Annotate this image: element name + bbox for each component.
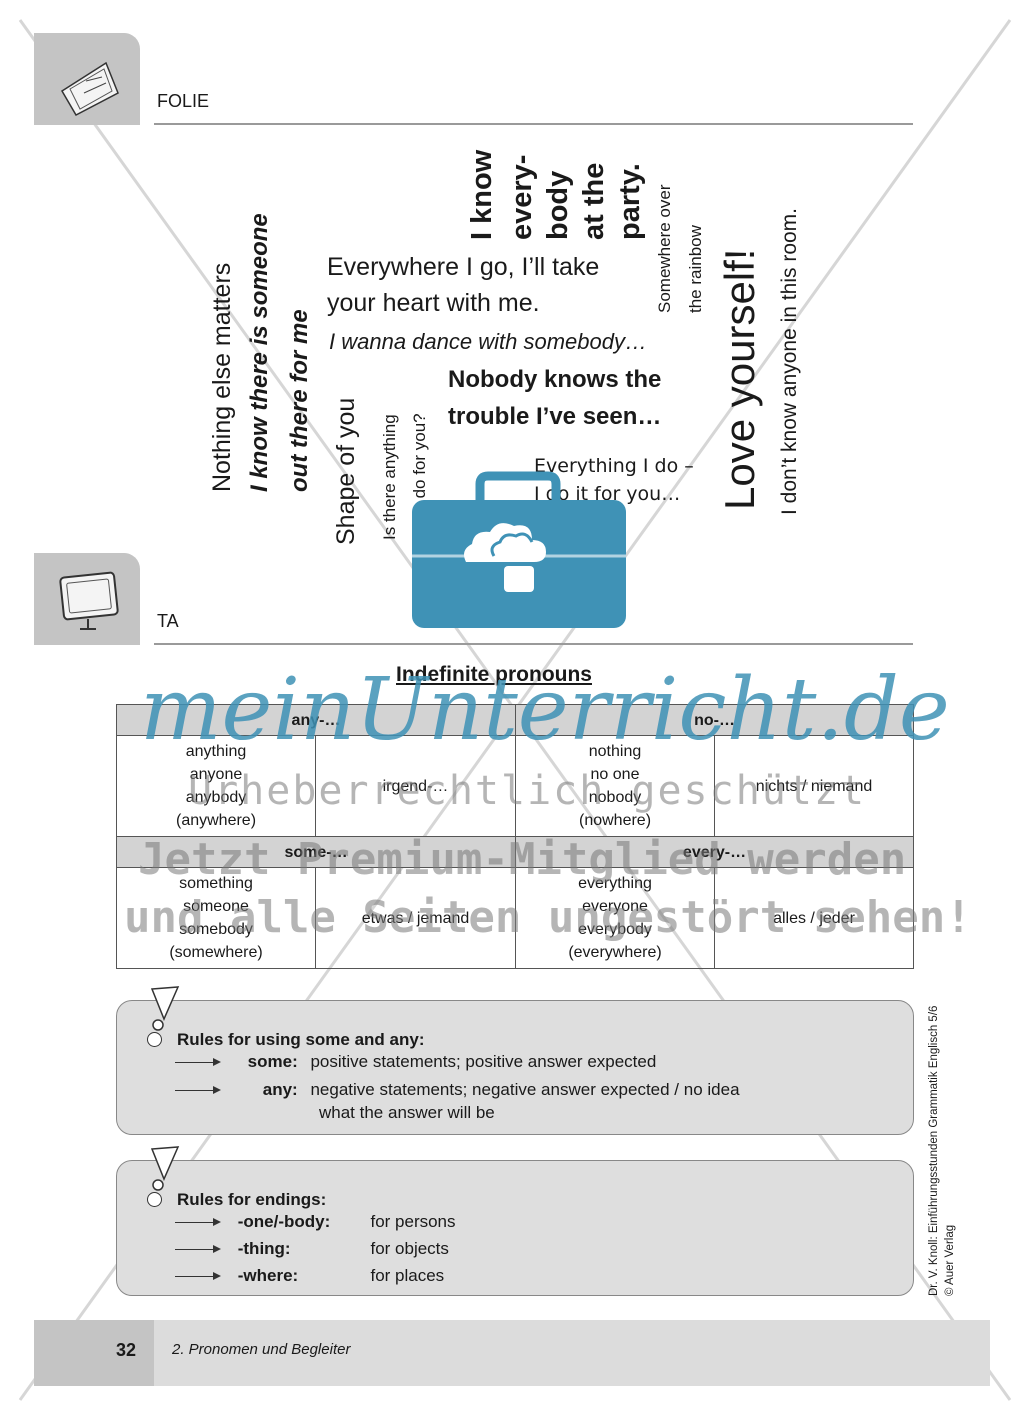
folie-rule: [154, 123, 913, 125]
table-row: anything anyone anybody (anywhere) irgen…: [116, 735, 914, 837]
rule-key: -one/-body:: [237, 1212, 331, 1231]
some-words-cell: something someone somebody (somewhere): [116, 867, 316, 969]
no-words-cell: nothing no one nobody (nowhere): [515, 735, 715, 837]
song-every: every-: [506, 154, 538, 240]
header-every: every-…: [515, 836, 914, 868]
song-love-yourself: Love yourself!: [716, 248, 763, 510]
table-header-row: any-… no-…: [116, 704, 914, 736]
song-party: party.: [614, 163, 646, 240]
word: someone: [183, 898, 249, 915]
any-words-cell: anything anyone anybody (anywhere): [116, 735, 316, 837]
every-words-cell: everything everyone everybody (everywher…: [515, 867, 715, 969]
word: somebody: [179, 921, 253, 938]
song-out-there: out there for me: [286, 309, 313, 492]
song-somewhere-over: Somewhere over: [655, 184, 674, 313]
rule-key: -where:: [237, 1266, 299, 1285]
table-header-row: some-… every-…: [116, 836, 914, 868]
song-is-there-anything: Is there anything: [380, 414, 399, 540]
song-i-know-someone: I know there is someone: [246, 213, 273, 492]
ta-label: TA: [157, 611, 179, 631]
indefinite-pronouns-table: any-… no-… anything anyone anybody (anyw…: [116, 704, 914, 969]
song-body: body: [542, 170, 574, 240]
folie-tab: [34, 33, 140, 125]
page-number: 32: [116, 1340, 137, 1360]
rule-key: some:: [247, 1052, 298, 1071]
word: anyone: [189, 766, 243, 783]
transparency-icon: [60, 61, 119, 116]
bullet-circle-icon: [147, 1032, 162, 1047]
song-i-know: I know: [466, 149, 498, 240]
table-row: something someone somebody (somewhere) e…: [116, 867, 914, 969]
song-trouble-seen: trouble I’ve seen…: [448, 403, 662, 430]
page-number-box: [34, 1320, 154, 1386]
briefcase-cloud-logo: [412, 471, 626, 628]
word: (somewhere): [169, 944, 263, 961]
word: (anywhere): [175, 812, 257, 829]
some-translation-cell: etwas / jemand: [315, 867, 516, 969]
folie-label: FOLIE: [157, 91, 210, 111]
rule-text: negative statements; negative answer exp…: [310, 1080, 740, 1099]
song-nothing-else-matters: Nothing else matters: [208, 262, 236, 492]
arrow-right-icon: [175, 1086, 221, 1093]
song-your-heart: your heart with me.: [327, 289, 540, 317]
rule-ending-row: -one/-body: for persons: [175, 1212, 456, 1232]
whiteboard-icon: [59, 571, 119, 630]
word: nobody: [588, 789, 642, 806]
song-shape-of-you: Shape of you: [332, 397, 360, 545]
every-translation-cell: alles / jeder: [714, 867, 914, 969]
exclamation-mark-icon: [150, 1146, 180, 1191]
rule-text: for persons: [370, 1212, 456, 1231]
rule-ending-row: -where: for places: [175, 1266, 444, 1286]
header-any: any-…: [116, 704, 516, 736]
word: (everywhere): [568, 944, 662, 961]
no-translation-cell: nichts / niemand: [714, 735, 914, 837]
exclamation-mark-icon: [150, 986, 180, 1031]
song-everything-i-do: Everything I do –: [534, 455, 694, 477]
song-nobody-knows: Nobody knows the: [448, 366, 662, 393]
song-i-wanna-dance: I wanna dance with somebody…: [329, 329, 647, 354]
word: something: [179, 875, 253, 892]
word: nothing: [588, 743, 642, 760]
song-everywhere-i-go: Everywhere I go, I’ll take: [327, 253, 600, 281]
any-translation-cell: irgend-…: [315, 735, 516, 837]
rule-any-row-continuation: what the answer will be: [319, 1103, 495, 1122]
ta-rule: [154, 643, 913, 645]
header-some: some-…: [116, 836, 516, 868]
word: no one: [590, 766, 640, 783]
bullet-circle-icon: [147, 1192, 162, 1207]
rule-any-row: any: negative statements; negative answe…: [175, 1080, 740, 1100]
footer-bar: 32 2. Pronomen und Begleiter: [34, 1320, 990, 1386]
rules-endings-title: Rules for endings:: [177, 1190, 327, 1209]
arrow-right-icon: [175, 1058, 221, 1065]
rule-some-row: some: positive statements; positive answ…: [175, 1052, 656, 1072]
rules-endings-box: Rules for endings: -one/-body: for perso…: [116, 1160, 914, 1296]
word: anything: [185, 743, 247, 760]
arrow-right-icon: [175, 1245, 221, 1252]
song-at-the: at the: [578, 162, 610, 240]
song-i-dont-know-anyone: I don’t know anyone in this room.: [778, 207, 801, 515]
side-credit-line2: © Auer Verlag: [944, 1224, 956, 1296]
side-credit-line1: Dr. V. Knoll: Einführungsstunden Grammat…: [928, 1005, 940, 1296]
rules-some-any-title: Rules for using some and any:: [177, 1030, 425, 1049]
rules-some-any-box: Rules for using some and any: some: posi…: [116, 1000, 914, 1135]
arrow-right-icon: [175, 1218, 221, 1225]
rule-text: for places: [370, 1266, 445, 1285]
word: anybody: [185, 789, 247, 806]
rule-text: positive statements; positive answer exp…: [310, 1052, 657, 1071]
rule-ending-row: -thing: for objects: [175, 1239, 449, 1259]
rule-key: any:: [262, 1080, 298, 1099]
word: everyone: [582, 898, 648, 915]
word: (nowhere): [578, 812, 652, 829]
arrow-right-icon: [175, 1272, 221, 1279]
table-title: Indefinite pronouns: [396, 663, 592, 686]
header-no: no-…: [515, 704, 914, 736]
chapter-title: 2. Pronomen und Begleiter: [172, 1341, 351, 1358]
ta-tab: [34, 553, 140, 645]
word: everything: [578, 875, 652, 892]
song-the-rainbow: the rainbow: [686, 225, 705, 313]
word: everybody: [578, 921, 652, 938]
song-i-do-it-for-you: I do it for you…: [534, 483, 681, 505]
rule-text: for objects: [370, 1239, 449, 1258]
rule-key: -thing:: [237, 1239, 291, 1258]
